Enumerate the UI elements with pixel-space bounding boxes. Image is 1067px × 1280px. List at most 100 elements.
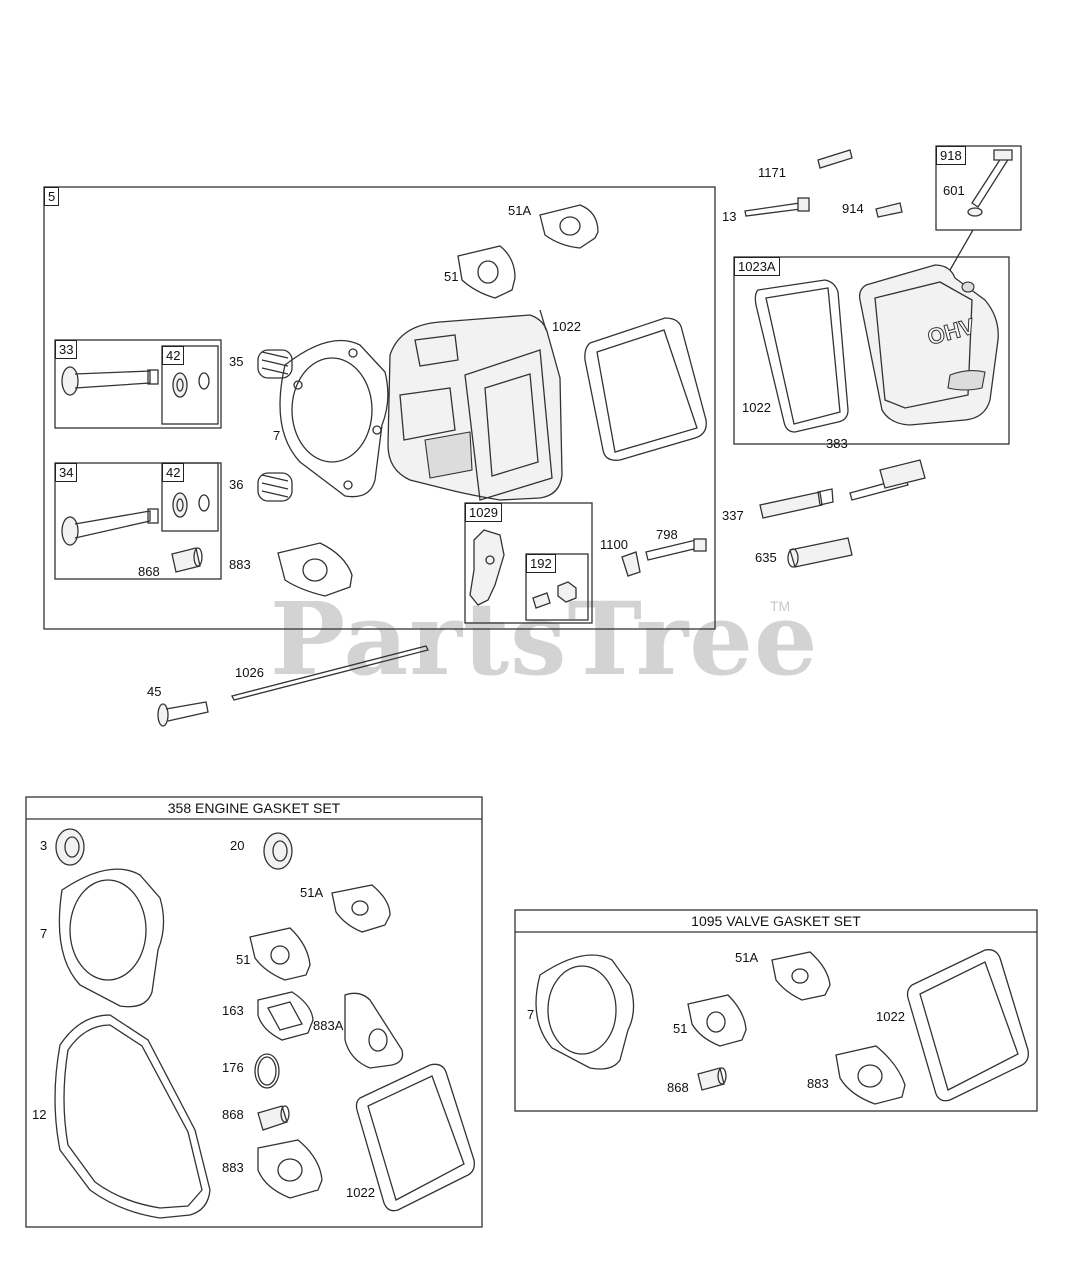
- vgs-head-gasket-part: [535, 954, 635, 1070]
- callout-1026[interactable]: 1026: [235, 665, 264, 680]
- head-cover-gasket-part: [584, 317, 707, 461]
- valve-gasket-set-box: [514, 909, 1038, 1112]
- assembly-tag-rocker-nut[interactable]: 192: [526, 554, 556, 573]
- valve-cover-part: OHV: [858, 264, 999, 426]
- assembly-tag-rocker-arm[interactable]: 1029: [465, 503, 502, 522]
- assembly-tag-intake-valve[interactable]: 33: [55, 340, 78, 359]
- head-gasket-part: [279, 339, 389, 498]
- callout-868[interactable]: 868: [138, 564, 160, 579]
- egs-head-gasket-part: [58, 868, 165, 1008]
- push-rod-guide-part: [621, 551, 641, 577]
- vgs-callout-868[interactable]: 868: [667, 1080, 689, 1095]
- callout-337[interactable]: 337: [722, 508, 744, 523]
- bolt-13-part: [744, 202, 802, 217]
- callout-1171[interactable]: 1171: [758, 165, 786, 180]
- callout-883[interactable]: 883: [229, 557, 251, 572]
- egs-callout-51[interactable]: 51: [236, 952, 251, 967]
- vgs-seal-868-part: [697, 1067, 727, 1091]
- stud-1171-part: [817, 149, 853, 169]
- egs-gasket-163-part: [257, 991, 314, 1041]
- rocker-nut-part: [557, 581, 577, 603]
- egs-oring-176-part: [254, 1053, 280, 1089]
- tappet-part: [157, 701, 209, 727]
- valve-gasket-set-title[interactable]: 1095 VALVE GASKET SET: [691, 913, 861, 929]
- vgs-gasket-51-part: [687, 994, 747, 1047]
- exhaust-valve-box: [54, 462, 222, 580]
- engine-gasket-set: 358 ENGINE GASKET SET: [26, 797, 482, 1227]
- intake-valve-part: [61, 366, 159, 396]
- egs-callout-883a[interactable]: 883A: [313, 1018, 344, 1033]
- retainer-box-bottom: [161, 462, 219, 532]
- retainer-box-top: [161, 345, 219, 425]
- clamp-601-part: [967, 207, 983, 217]
- egs-gasket-51-part: [249, 927, 311, 981]
- callout-51a[interactable]: 51A: [508, 203, 532, 218]
- callout-601[interactable]: 601: [943, 183, 965, 198]
- callout-45[interactable]: 45: [147, 684, 162, 699]
- egs-callout-7[interactable]: 7: [40, 926, 48, 941]
- vgs-callout-51[interactable]: 51: [673, 1021, 688, 1036]
- valve-cover-box: [733, 256, 1010, 445]
- vgs-callout-51a[interactable]: 51A: [735, 950, 759, 965]
- boot-635-part: [789, 537, 853, 568]
- egs-callout-868[interactable]: 868: [222, 1107, 244, 1122]
- vgs-callout-883[interactable]: 883: [807, 1076, 829, 1091]
- intake-gasket-51a-part: [539, 204, 599, 249]
- callout-1022-cover[interactable]: 1022: [742, 400, 771, 415]
- rocker-stud-part: [532, 592, 551, 609]
- assembly-tag-valve-cover[interactable]: 1023A: [734, 257, 780, 276]
- egs-callout-20[interactable]: 20: [230, 838, 245, 853]
- callout-798[interactable]: 798: [656, 527, 678, 542]
- callout-13[interactable]: 13: [722, 209, 737, 224]
- callout-914[interactable]: 914: [842, 201, 864, 216]
- egs-crankcase-gasket-part: [54, 1014, 211, 1219]
- valve-guide-part: [171, 547, 201, 573]
- cover-gasket-1023a-part: [754, 279, 849, 433]
- callout-51[interactable]: 51: [444, 269, 459, 284]
- rocker-arm-box: [464, 502, 593, 624]
- egs-gasket-883a-part: [344, 992, 404, 1069]
- callout-383[interactable]: 383: [826, 436, 848, 451]
- egs-cover-gasket-part: [355, 1063, 475, 1212]
- cylinder-head-part: [387, 309, 563, 501]
- egs-callout-3[interactable]: 3: [40, 838, 48, 853]
- rocker-stud-798-part: [645, 539, 699, 561]
- assembly-tag-breather-tube[interactable]: 918: [936, 146, 966, 165]
- egs-callout-1022[interactable]: 1022: [346, 1185, 375, 1200]
- callout-36[interactable]: 36: [229, 477, 244, 492]
- cylinder-head-box: [43, 186, 716, 630]
- assembly-tag-retainer-bottom[interactable]: 42: [162, 463, 185, 482]
- engine-gasket-set-box: [25, 796, 483, 1228]
- egs-seal-868-part: [257, 1105, 290, 1131]
- egs-callout-51a[interactable]: 51A: [300, 885, 324, 900]
- callout-635[interactable]: 635: [755, 550, 777, 565]
- watermark-trademark: TM: [770, 598, 791, 614]
- callout-1100[interactable]: 1100: [600, 537, 628, 552]
- egs-callout-176[interactable]: 176: [222, 1060, 244, 1075]
- keeper-part: [198, 372, 210, 390]
- vgs-callout-1022[interactable]: 1022: [876, 1009, 905, 1024]
- callout-35[interactable]: 35: [229, 354, 244, 369]
- assembly-tag-retainer-top[interactable]: 42: [162, 346, 185, 365]
- egs-gasket-51a-part: [331, 884, 391, 933]
- rocker-nut-box: [525, 553, 589, 621]
- rocker-arm-part: [469, 529, 505, 606]
- exhaust-valve-part: [61, 508, 159, 546]
- assembly-tag-cylinder-head[interactable]: 5: [44, 187, 60, 206]
- egs-callout-163[interactable]: 163: [222, 1003, 244, 1018]
- intake-gasket-51-part: [457, 245, 516, 299]
- vgs-callout-7[interactable]: 7: [527, 1007, 535, 1022]
- spark-plug-part: [759, 491, 823, 519]
- breather-tube-part: [971, 154, 1010, 208]
- vgs-cover-gasket-part: [906, 949, 1029, 1102]
- retainer-part: [172, 372, 188, 398]
- callout-1022-head[interactable]: 1022: [552, 319, 581, 334]
- screw-914-part: [875, 202, 903, 218]
- egs-callout-12[interactable]: 12: [32, 1107, 47, 1122]
- assembly-tag-exhaust-valve[interactable]: 34: [55, 463, 78, 482]
- seal-3-part: [55, 828, 85, 866]
- engine-gasket-set-title[interactable]: 358 ENGINE GASKET SET: [167, 800, 341, 816]
- egs-callout-883[interactable]: 883: [222, 1160, 244, 1175]
- callout-7[interactable]: 7: [273, 428, 281, 443]
